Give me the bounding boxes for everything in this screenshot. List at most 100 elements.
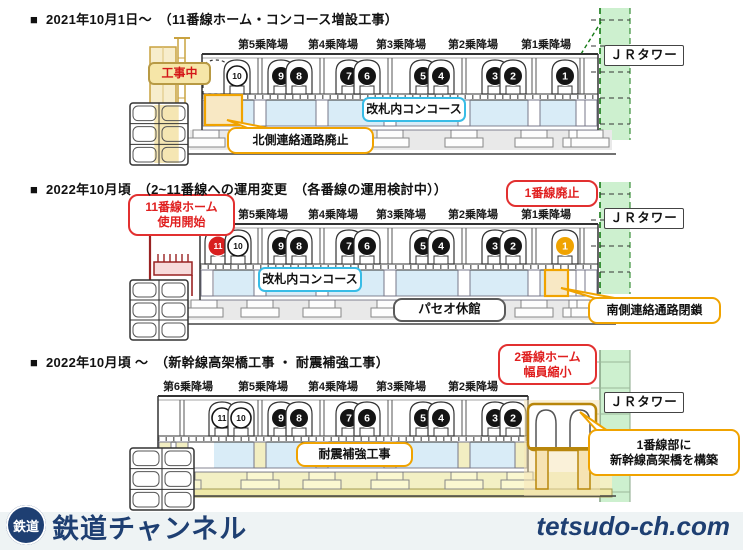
- svg-text:8: 8: [296, 413, 302, 425]
- platform-label: 第1乗降場: [521, 37, 571, 51]
- track-circle-2: 2: [503, 236, 523, 256]
- platform-label: 第3乗降場: [376, 379, 426, 393]
- svg-text:9: 9: [278, 71, 284, 83]
- platform-label: 第6乗降場: [163, 379, 213, 393]
- shinkansen-viaduct: [524, 400, 625, 496]
- tetsudo-channel-logo-icon: 鉄道: [6, 505, 46, 545]
- shinkansen-viaduct-callout: 1番線部に 新幹線高架橋を構築: [588, 429, 740, 476]
- platform-label: 第5乗降場: [238, 379, 288, 393]
- west-structure: [129, 279, 189, 341]
- section3-header: ■ 2022年10月頃 ～ （新幹線高架橋工事 ・ 耐震補強工事）: [30, 355, 389, 370]
- footer-band: [0, 512, 743, 550]
- track-circle-4: 4: [431, 408, 451, 428]
- svg-text:3: 3: [492, 241, 498, 253]
- track-circle-2: 2: [503, 66, 523, 86]
- svg-text:7: 7: [346, 413, 352, 425]
- platform-label: 第2乗降場: [448, 207, 498, 221]
- south-passage-callout: 南側連絡通路閉鎖: [588, 297, 721, 324]
- platform2-narrowed-callout: 2番線ホーム 幅員縮小: [498, 344, 597, 385]
- platform-label: 第4乗降場: [308, 379, 358, 393]
- svg-text:8: 8: [296, 71, 302, 83]
- track-circle-1: 1: [555, 236, 575, 256]
- svg-text:1: 1: [562, 241, 568, 253]
- platform-label: 第5乗降場: [238, 37, 288, 51]
- platform-label: 第4乗降場: [308, 207, 358, 221]
- track-circle-6: 6: [357, 408, 377, 428]
- platform-label: 第4乗降場: [308, 37, 358, 51]
- platform11-start-callout: 11番線ホーム 使用開始: [128, 194, 235, 236]
- track-circle-10: 10: [230, 407, 252, 429]
- svg-text:8: 8: [296, 241, 302, 253]
- track-circle-4: 4: [431, 66, 451, 86]
- svg-text:2: 2: [510, 71, 516, 83]
- svg-text:10: 10: [232, 71, 242, 81]
- track-circle-4: 4: [431, 236, 451, 256]
- platform-label: 第2乗降場: [448, 379, 498, 393]
- svg-text:2: 2: [510, 241, 516, 253]
- svg-text:3: 3: [492, 413, 498, 425]
- section1-header: ■ 2021年10月1日～ （11番線ホーム・コンコース増設工事）: [30, 12, 399, 27]
- platform-label: 第5乗降場: [238, 207, 288, 221]
- callout-line: 新幹線高架橋を構築: [609, 452, 718, 467]
- svg-text:6: 6: [364, 71, 370, 83]
- svg-text:4: 4: [438, 71, 444, 83]
- svg-text:3: 3: [492, 71, 498, 83]
- svg-text:6: 6: [364, 241, 370, 253]
- track1-abolished-callout: 1番線廃止: [506, 180, 598, 207]
- track-circle-2: 2: [503, 408, 523, 428]
- track-circle-1: 1: [555, 66, 575, 86]
- platform-label: 第1乗降場: [521, 207, 571, 221]
- svg-text:2: 2: [510, 413, 516, 425]
- under-construction-label: 工事中: [148, 62, 211, 85]
- seismic-works-label: 耐震補強工事: [296, 442, 413, 467]
- svg-text:11: 11: [214, 241, 223, 251]
- svg-text:4: 4: [438, 241, 444, 253]
- svg-text:10: 10: [236, 413, 246, 423]
- svg-text:5: 5: [420, 413, 426, 425]
- svg-text:9: 9: [278, 241, 284, 253]
- site-url: tetsudo-ch.com: [536, 511, 730, 541]
- paseo-closed-label: パセオ休館: [393, 298, 506, 322]
- callout-line: 2番線ホーム: [514, 349, 581, 364]
- svg-text:5: 5: [420, 241, 426, 253]
- section2-header: ■ 2022年10月頃 （2~11番線への運用変更 （各番線の運用検討中））: [30, 182, 448, 197]
- concourse-label: 改札内コンコース: [362, 97, 466, 122]
- track-circle-10: 10: [226, 65, 248, 87]
- tetsudo-channel-logotype: 鉄道チャンネル: [52, 514, 248, 544]
- track-circle-8: 8: [289, 66, 309, 86]
- callout-line: 11番線ホーム: [145, 200, 218, 214]
- callout-line: 使用開始: [157, 215, 206, 229]
- svg-text:5: 5: [420, 71, 426, 83]
- north-passage-callout: 北側連絡通路廃止: [227, 127, 374, 154]
- callout-line: 1番線部に: [636, 437, 692, 452]
- track-circle-6: 6: [357, 236, 377, 256]
- jr-tower-label: ＪＲタワー: [604, 45, 684, 66]
- platform-label: 第3乗降場: [376, 37, 426, 51]
- platform-label: 第2乗降場: [448, 37, 498, 51]
- track-circle-10: 10: [227, 235, 249, 257]
- jr-tower-label: ＪＲタワー: [604, 208, 684, 229]
- svg-text:7: 7: [346, 71, 352, 83]
- svg-text:6: 6: [364, 413, 370, 425]
- svg-text:11: 11: [218, 413, 227, 423]
- track-circle-6: 6: [357, 66, 377, 86]
- west-structure: [129, 447, 195, 511]
- svg-text:10: 10: [233, 241, 243, 251]
- jr-tower-area: [591, 182, 631, 294]
- concourse-label: 改札内コンコース: [258, 267, 362, 292]
- svg-text:1: 1: [562, 71, 568, 83]
- svg-text:9: 9: [278, 413, 284, 425]
- track-circle-11: 11: [211, 407, 233, 429]
- jr-tower-label: ＪＲタワー: [604, 392, 684, 413]
- svg-text:4: 4: [438, 413, 444, 425]
- track-circle-8: 8: [289, 236, 309, 256]
- callout-line: 幅員縮小: [523, 364, 572, 379]
- platform-label: 第3乗降場: [376, 207, 426, 221]
- svg-text:7: 7: [346, 241, 352, 253]
